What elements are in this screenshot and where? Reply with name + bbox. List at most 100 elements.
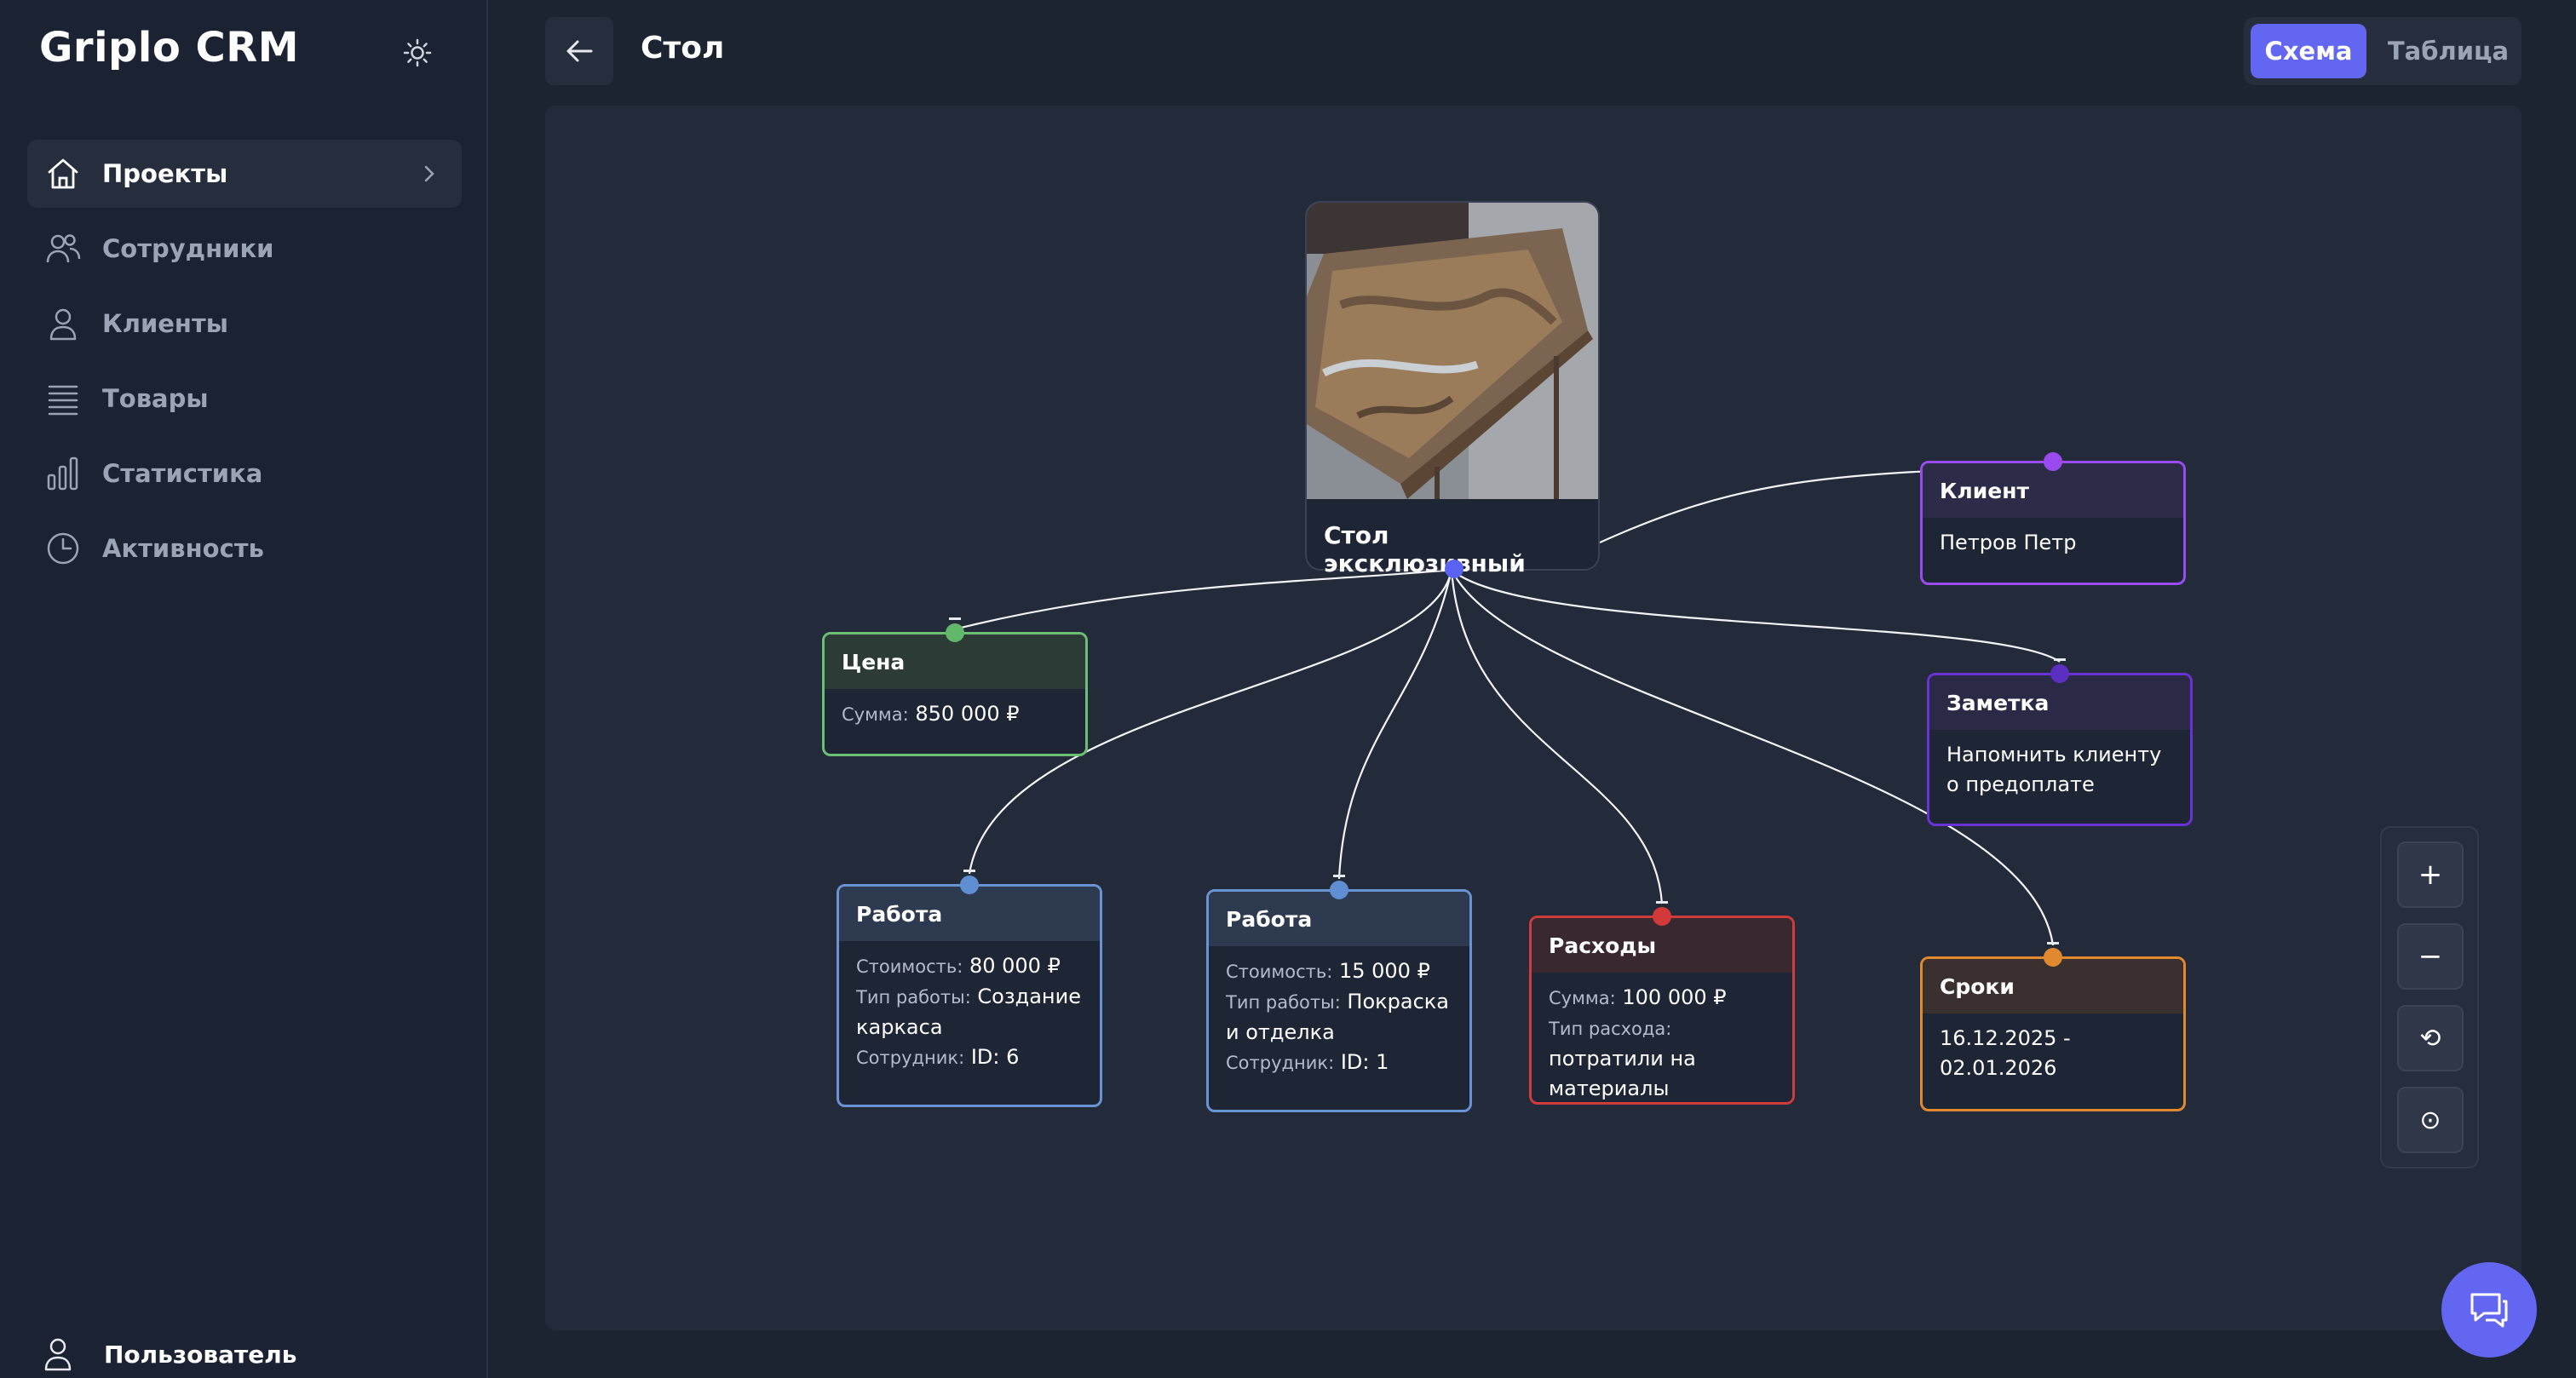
deadline-range: 16.12.2025 - 02.01.2026 [1940, 1026, 2071, 1080]
page-title: Стол [641, 31, 725, 66]
users-icon [43, 228, 83, 269]
chevron-right-icon [424, 165, 434, 182]
work-employee: ID: 1 [1340, 1050, 1389, 1074]
field-label: Тип работы: [856, 987, 971, 1008]
home-icon [43, 153, 83, 194]
reset-view-button[interactable]: ⟲ [2397, 1005, 2464, 1071]
field-label: Сумма: [1549, 988, 1616, 1008]
node-title: Работа [839, 887, 1100, 941]
zoom-out-button[interactable]: − [2397, 923, 2464, 990]
sidebar: Griplo CRM Проекты Сотрудники [0, 0, 488, 1378]
tab-table[interactable]: Таблица [2387, 37, 2510, 66]
client-node[interactable]: Клиент Петров Петр [1920, 452, 2186, 585]
handle-marker [1656, 901, 1668, 904]
client-node-handle[interactable] [2044, 452, 2062, 471]
product-photo [1307, 203, 1598, 499]
sidebar-item-statistics[interactable]: Статистика [27, 439, 462, 508]
client-name: Петров Петр [1940, 531, 2077, 554]
clock-icon [43, 528, 83, 569]
sidebar-item-employees[interactable]: Сотрудники [27, 215, 462, 283]
handle-marker [2054, 658, 2066, 661]
work-employee: ID: 6 [970, 1045, 1020, 1069]
handle-marker [1333, 875, 1345, 877]
edge-main-work1 [968, 569, 1453, 875]
user-menu[interactable]: Пользователь [39, 1335, 296, 1373]
note-text: Напомнить клиенту о предоплате [1946, 743, 2162, 796]
user-icon [44, 1338, 72, 1371]
chat-button[interactable] [2441, 1262, 2537, 1358]
handle-marker [949, 617, 961, 620]
node-body: 16.12.2025 - 02.01.2026 [1923, 1013, 2183, 1092]
node-body: Петров Петр [1923, 518, 2183, 566]
handle-marker [2047, 942, 2059, 945]
expense-type: потратили на материалы [1549, 1047, 1696, 1100]
note-node-handle[interactable] [2050, 664, 2069, 683]
app-logo: Griplo CRM [39, 24, 299, 72]
work-node-handle[interactable] [1330, 881, 1348, 899]
work-type: Покраска и отделка [1226, 990, 1449, 1044]
sidebar-item-projects[interactable]: Проекты [27, 140, 462, 208]
work-type: Создание каркаса [856, 985, 1081, 1039]
work-cost: 80 000 ₽ [969, 954, 1061, 978]
fit-view-button[interactable]: ⊙ [2397, 1087, 2464, 1153]
sidebar-item-clients[interactable]: Клиенты [27, 290, 462, 358]
handle-marker [963, 870, 975, 872]
zoom-in-button[interactable]: + [2397, 841, 2464, 908]
product-title: Стол эксклюзивный [1324, 521, 1526, 577]
edge-main-work2 [1337, 569, 1453, 880]
zoom-controls: + − ⟲ ⊙ [2380, 826, 2479, 1168]
user-icon [43, 303, 83, 344]
deadline-node-handle[interactable] [2044, 948, 2062, 967]
expense-sum: 100 000 ₽ [1622, 985, 1727, 1009]
sun-icon [403, 38, 432, 67]
sidebar-item-label: Клиенты [102, 309, 229, 338]
expense-node[interactable]: Расходы Сумма: 100 000 ₽ Тип расхода: по… [1529, 901, 1795, 1105]
field-label: Сотрудник: [856, 1048, 965, 1068]
node-body: Стоимость: 80 000 ₽ Тип работы: Создание… [839, 941, 1100, 1082]
theme-toggle-button[interactable] [397, 32, 438, 73]
sidebar-item-products[interactable]: Товары [27, 365, 462, 433]
node-body: Сумма: 100 000 ₽ Тип расхода: потратили … [1532, 973, 1792, 1112]
node-title: Расходы [1532, 918, 1792, 973]
tab-schema[interactable]: Схема [2251, 24, 2366, 78]
node-title: Работа [1209, 892, 1469, 946]
field-label: Стоимость: [1226, 962, 1333, 982]
product-node[interactable]: Стол эксклюзивный [1305, 201, 1600, 578]
sidebar-item-label: Статистика [102, 459, 263, 488]
work-node[interactable]: Работа Стоимость: 80 000 ₽ Тип работы: С… [837, 870, 1102, 1107]
node-body: Стоимость: 15 000 ₽ Тип работы: Покраска… [1209, 946, 1469, 1087]
field-label: Сумма: [842, 704, 909, 725]
deadline-node[interactable]: Сроки 16.12.2025 - 02.01.2026 [1920, 942, 2186, 1111]
work-node-handle[interactable] [960, 876, 979, 894]
view-switch: Схема Таблица [2244, 17, 2521, 85]
node-title: Клиент [1923, 463, 2183, 518]
field-label: Сотрудник: [1226, 1053, 1335, 1073]
node-title: Сроки [1923, 959, 2183, 1013]
product-node-handle[interactable] [1445, 560, 1463, 578]
price-sum: 850 000 ₽ [915, 702, 1020, 726]
edge-main-price [953, 568, 1452, 631]
sidebar-item-activity[interactable]: Активность [27, 514, 462, 583]
field-label: Тип расхода: [1549, 1019, 1672, 1039]
price-node-handle[interactable] [946, 623, 964, 642]
work-node[interactable]: Работа Стоимость: 15 000 ₽ Тип работы: П… [1206, 875, 1472, 1112]
field-label: Стоимость: [856, 956, 963, 977]
edge-main-note [1451, 569, 2061, 663]
sidebar-item-label: Активность [102, 534, 264, 563]
list-icon [43, 378, 83, 419]
price-node[interactable]: Цена Сумма: 850 000 ₽ [822, 617, 1088, 756]
sidebar-nav: Проекты Сотрудники Клиенты Товары Ста [27, 140, 462, 589]
work-cost: 15 000 ₽ [1338, 959, 1430, 983]
sidebar-item-label: Сотрудники [102, 234, 274, 263]
node-body: Сумма: 850 000 ₽ [825, 689, 1085, 738]
user-label: Пользователь [104, 1340, 297, 1369]
back-button[interactable] [545, 17, 613, 85]
chat-icon [2470, 1293, 2508, 1328]
node-title: Заметка [1929, 675, 2190, 730]
schema-canvas[interactable]: Стол эксклюзивный Цена Сумма: 850 000 ₽ … [545, 106, 2521, 1330]
note-node[interactable]: Заметка Напомнить клиенту о предоплате [1927, 658, 2193, 826]
node-body: Напомнить клиенту о предоплате [1929, 730, 2190, 808]
expense-node-handle[interactable] [1653, 907, 1671, 926]
edge-main-expense [1450, 569, 1664, 904]
field-label: Тип работы: [1226, 992, 1341, 1013]
